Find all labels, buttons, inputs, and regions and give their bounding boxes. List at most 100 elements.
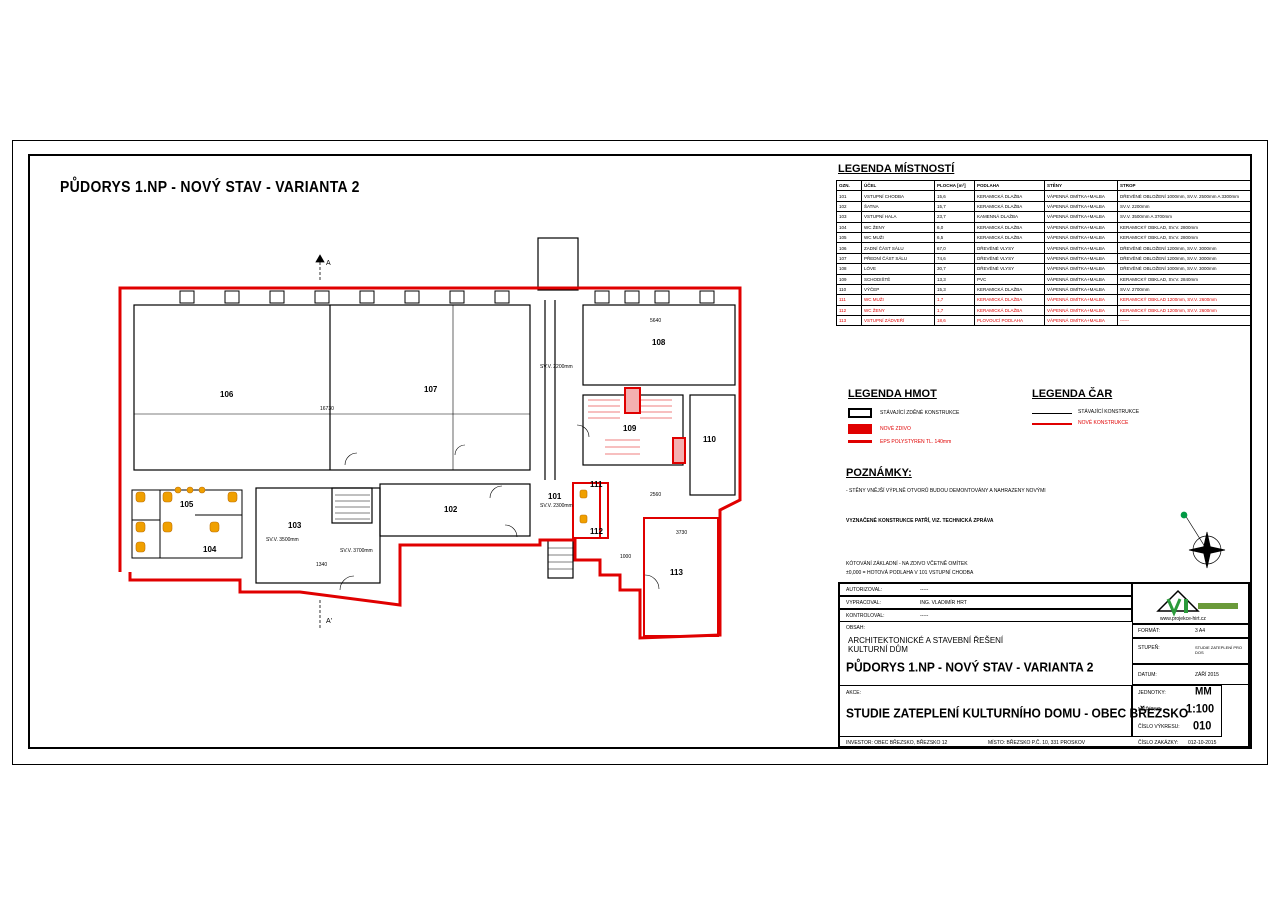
cloakroom-outline bbox=[379, 483, 531, 537]
room-label-105: 105 bbox=[180, 500, 194, 509]
legend-room-id: 107 bbox=[836, 252, 862, 265]
tb-drawn-label: VYPRACOVAL: bbox=[846, 600, 881, 606]
legend-room-ceiling: DŘEVĚNÉ OBLOŽENÍ 1000mm, SV.V. 2500mm A … bbox=[1117, 190, 1252, 202]
legend-room-use: VÝČEP bbox=[861, 283, 935, 296]
legend-room-use: LÓVE bbox=[861, 263, 935, 275]
north-arrow bbox=[1180, 511, 1226, 569]
col-walls: STĚNY bbox=[1044, 179, 1118, 192]
drawing-frame bbox=[28, 154, 1252, 749]
tb-contract-label: ČÍSLO ZAKÁZKY: bbox=[1138, 740, 1179, 746]
legend-room-use: ZADNÍ ČÁST SÁLU bbox=[861, 242, 935, 254]
legend-room-id: 113 bbox=[836, 315, 862, 327]
legend-material-item: EPS POLYSTYREN TL. 140mm bbox=[880, 439, 952, 445]
dim-label: SV.V. 3500mm bbox=[266, 537, 299, 543]
legend-rooms-table: OZN. ÚČEL PLOCHA [m²] PODLAHA STĚNY STRO… bbox=[836, 179, 1252, 327]
tb-unit-value: MM bbox=[1195, 685, 1212, 698]
room-label-107: 107 bbox=[424, 385, 438, 394]
legend-room-area: 18,6 bbox=[934, 315, 975, 327]
legend-room-walls: VÁPENNÁ OMÍTKA+MALBA bbox=[1044, 273, 1118, 285]
tb-check-label: KONTROLOVAL: bbox=[846, 613, 885, 619]
notes-title: POZNÁMKY: bbox=[846, 467, 912, 479]
staircase-109 bbox=[588, 399, 672, 455]
legend-room-walls: VÁPENNÁ OMÍTKA+MALBA bbox=[1044, 190, 1118, 202]
tb-part-line: ARCHITEKTONICKÉ A STAVEBNÍ ŘEŠENÍ bbox=[848, 636, 1004, 645]
datum-line: KÓTOVÁNÍ ZÁKLADNÍ - NA ZDIVO VČETNĚ OMÍT… bbox=[846, 561, 968, 567]
legend-room-floor: PVC bbox=[974, 273, 1045, 285]
company-logo bbox=[1156, 589, 1238, 617]
legend-room-floor: KERAMICKÁ DLAŽBA bbox=[974, 283, 1045, 296]
legend-room-floor: DŘEVĚNÉ VLYSY bbox=[974, 263, 1045, 275]
legend-room-use: SCHODIŠTĚ bbox=[861, 273, 935, 285]
legend-room-walls: VÁPENNÁ OMÍTKA+MALBA bbox=[1044, 263, 1118, 275]
room-label-106: 106 bbox=[220, 390, 234, 399]
tb-format-value: 3 A4 bbox=[1195, 628, 1206, 634]
tb-sheet-title: PŮDORYS 1.NP - NOVÝ STAV - VARIANTA 2 bbox=[846, 659, 1094, 675]
legend-room-area: 23,7 bbox=[934, 211, 975, 223]
note-line: VYZNAČENÉ KONSTRUKCE PATŘÍ, VIZ. TECHNIC… bbox=[846, 518, 994, 524]
tb-investor: INVESTOR: OBEC BŘEZSKO, BŘEZSKO 12 bbox=[846, 740, 948, 746]
legend-room-walls: VÁPENNÁ OMÍTKA+MALBA bbox=[1044, 242, 1118, 254]
legend-lines-title: LEGENDA ČAR bbox=[1032, 388, 1113, 400]
legend-room-floor: DŘEVĚNÉ VLYSY bbox=[974, 242, 1045, 254]
legend-room-id: 105 bbox=[836, 231, 862, 244]
door-swings bbox=[339, 424, 660, 591]
legend-room-walls: VÁPENNÁ OMÍTKA+MALBA bbox=[1044, 315, 1118, 327]
legend-room-area: 15,6 bbox=[934, 190, 975, 202]
room-label-109: 109 bbox=[623, 424, 637, 433]
legend-room-use: WC ŽENY bbox=[861, 221, 935, 233]
stair-hatch bbox=[335, 494, 573, 570]
tb-drawn-value: ING. VLADIMÍR HRT bbox=[920, 600, 967, 606]
room-label-110: 110 bbox=[703, 435, 716, 444]
dim-label: SV.V. 3700mm bbox=[340, 548, 373, 554]
tb-part-label: OBSAH: bbox=[846, 625, 865, 631]
dim-label: 1000 bbox=[620, 554, 632, 560]
tb-project-label: AKCE: bbox=[846, 690, 862, 696]
legend-room-ceiling: SV.V. 3500mm A 3700mm bbox=[1117, 211, 1252, 223]
legend-room-ceiling: ------ bbox=[1117, 315, 1252, 327]
dim-label: 5640 bbox=[650, 318, 662, 324]
legend-room-floor: KERAMICKÁ DLAŽBA bbox=[974, 190, 1045, 202]
legend-room-area: 74,6 bbox=[934, 252, 975, 265]
legend-line-item: NOVÉ KONSTRUKCE bbox=[1078, 420, 1129, 426]
legend-room-area: 1,7 bbox=[934, 304, 975, 317]
legend-room-id: 103 bbox=[836, 211, 862, 223]
insulation-outline bbox=[118, 286, 742, 640]
dim-label: SV.V. 2200mm bbox=[540, 364, 573, 370]
legend-room-id: 104 bbox=[836, 221, 862, 233]
legend-room-id: 109 bbox=[836, 273, 862, 285]
legend-room-floor: KAMENNÁ DLAŽBA bbox=[974, 211, 1045, 223]
tb-project bbox=[838, 685, 1132, 737]
legend-room-area: 13,3 bbox=[934, 273, 975, 285]
dim-label: 1340 bbox=[316, 562, 328, 568]
room-label-101: 101 bbox=[548, 492, 562, 501]
new-construction bbox=[572, 387, 719, 637]
lodge-outline bbox=[582, 304, 736, 386]
section-mark-bottom: A' bbox=[326, 618, 333, 625]
legend-room-walls: VÁPENNÁ OMÍTKA+MALBA bbox=[1044, 294, 1118, 306]
room-label-111: 111 bbox=[590, 480, 603, 489]
swatch-new-masonry bbox=[848, 424, 872, 434]
note-line: - STĚNY VNĚJŠÍ VÝPLNĚ OTVORŮ BUDOU DEMON… bbox=[846, 488, 1046, 494]
col-floor: PODLAHA bbox=[974, 179, 1045, 192]
legend-line-item: STÁVAJÍCÍ KONSTRUKCE bbox=[1078, 409, 1140, 415]
legend-room-id: 106 bbox=[836, 242, 862, 254]
dim-label: 16730 bbox=[320, 406, 334, 412]
legend-material-item: NOVÉ ZDIVO bbox=[880, 426, 911, 432]
existing-walls bbox=[133, 237, 736, 584]
swatch-existing bbox=[848, 408, 872, 418]
legend-room-ceiling: DŘEVĚNÉ OBLOŽENÍ 1200mm, SV.V. 3000mm bbox=[1117, 242, 1252, 254]
col-id: OZN. bbox=[836, 179, 862, 192]
tb-number-label: ČÍSLO VÝKRESU: bbox=[1138, 724, 1180, 730]
tb-scale-value: 1:100 bbox=[1186, 702, 1215, 716]
line-existing bbox=[1032, 413, 1072, 414]
tb-stage-value: STUDIE ZATEPLENÍ PRO DOS bbox=[1195, 645, 1243, 655]
legend-room-ceiling: KERAMICKÝ OBKLAD, SV.V. 2800mm bbox=[1117, 221, 1252, 233]
sanitary-fixtures bbox=[135, 486, 588, 553]
